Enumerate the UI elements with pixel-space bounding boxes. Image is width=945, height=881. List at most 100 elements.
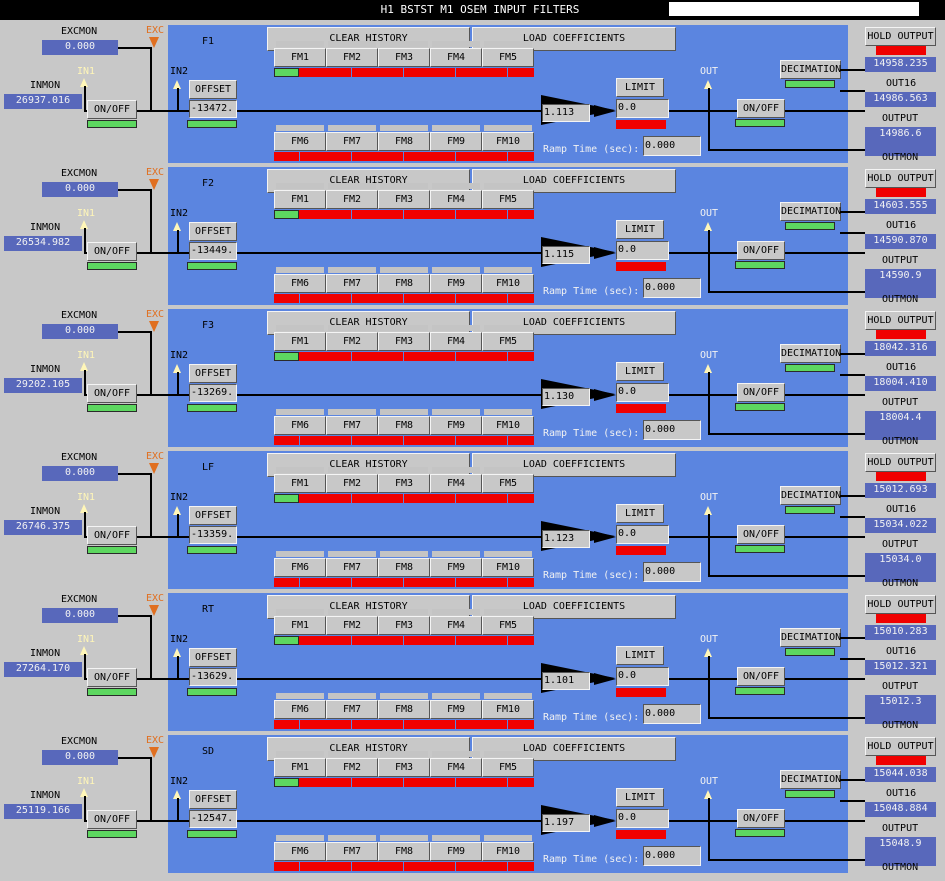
fm9-button[interactable]: FM9 [430,842,482,861]
hold-output-button[interactable]: HOLD OUTPUT [865,453,936,472]
decimation-button[interactable]: DECIMATION [780,202,841,221]
input-onoff-button[interactable]: ON/OFF [87,810,137,829]
fm4-button[interactable]: FM4 [430,332,482,351]
limit-input[interactable]: 0.0 [616,525,669,544]
fm2-button[interactable]: FM2 [326,48,378,67]
decimation-button[interactable]: DECIMATION [780,486,841,505]
decimation-button[interactable]: DECIMATION [780,60,841,79]
hold-output-button[interactable]: HOLD OUTPUT [865,27,936,46]
load-coefficients-button[interactable]: LOAD COEFFICIENTS [472,311,676,335]
offset-input[interactable]: -13269. [189,384,237,402]
offset-button[interactable]: OFFSET [189,364,237,383]
limit-input[interactable]: 0.0 [616,383,669,402]
output-onoff-button[interactable]: ON/OFF [737,383,785,402]
ramp-time-input[interactable]: 0.000 [643,704,701,724]
input-onoff-button[interactable]: ON/OFF [87,526,137,545]
output-onoff-button[interactable]: ON/OFF [737,241,785,260]
fm7-button[interactable]: FM7 [326,842,378,861]
fm2-button[interactable]: FM2 [326,758,378,777]
output-onoff-button[interactable]: ON/OFF [737,809,785,828]
fm4-button[interactable]: FM4 [430,190,482,209]
fm5-button[interactable]: FM5 [482,758,534,777]
fm6-button[interactable]: FM6 [274,558,326,577]
fm8-button[interactable]: FM8 [378,132,430,151]
fm4-button[interactable]: FM4 [430,474,482,493]
fm5-button[interactable]: FM5 [482,190,534,209]
offset-button[interactable]: OFFSET [189,80,237,99]
offset-input[interactable]: -12547. [189,810,237,828]
fm10-button[interactable]: FM10 [482,842,534,861]
limit-input[interactable]: 0.0 [616,667,669,686]
fm3-button[interactable]: FM3 [378,190,430,209]
load-coefficients-button[interactable]: LOAD COEFFICIENTS [472,169,676,193]
fm2-button[interactable]: FM2 [326,332,378,351]
fm1-button[interactable]: FM1 [274,190,326,209]
fm9-button[interactable]: FM9 [430,700,482,719]
offset-button[interactable]: OFFSET [189,506,237,525]
gain-input[interactable]: 1.101 [542,672,590,690]
hold-output-button[interactable]: HOLD OUTPUT [865,737,936,756]
fm6-button[interactable]: FM6 [274,842,326,861]
offset-button[interactable]: OFFSET [189,790,237,809]
fm4-button[interactable]: FM4 [430,48,482,67]
fm9-button[interactable]: FM9 [430,558,482,577]
gain-input[interactable]: 1.115 [542,246,590,264]
clear-history-button[interactable]: CLEAR HISTORY [267,737,470,761]
fm10-button[interactable]: FM10 [482,558,534,577]
fm7-button[interactable]: FM7 [326,416,378,435]
hold-output-button[interactable]: HOLD OUTPUT [865,311,936,330]
fm4-button[interactable]: FM4 [430,758,482,777]
offset-input[interactable]: -13359. [189,526,237,544]
offset-input[interactable]: -13472. [189,100,237,118]
fm4-button[interactable]: FM4 [430,616,482,635]
fm6-button[interactable]: FM6 [274,416,326,435]
fm6-button[interactable]: FM6 [274,700,326,719]
load-coefficients-button[interactable]: LOAD COEFFICIENTS [472,595,676,619]
input-onoff-button[interactable]: ON/OFF [87,384,137,403]
fm1-button[interactable]: FM1 [274,48,326,67]
fm10-button[interactable]: FM10 [482,132,534,151]
ramp-time-input[interactable]: 0.000 [643,136,701,156]
input-onoff-button[interactable]: ON/OFF [87,100,137,119]
fm9-button[interactable]: FM9 [430,132,482,151]
clear-history-button[interactable]: CLEAR HISTORY [267,595,470,619]
limit-input[interactable]: 0.0 [616,809,669,828]
load-coefficients-button[interactable]: LOAD COEFFICIENTS [472,27,676,51]
limit-button[interactable]: LIMIT [616,78,664,97]
fm6-button[interactable]: FM6 [274,132,326,151]
fm5-button[interactable]: FM5 [482,332,534,351]
fm5-button[interactable]: FM5 [482,48,534,67]
fm3-button[interactable]: FM3 [378,616,430,635]
fm2-button[interactable]: FM2 [326,616,378,635]
fm10-button[interactable]: FM10 [482,416,534,435]
fm8-button[interactable]: FM8 [378,274,430,293]
fm7-button[interactable]: FM7 [326,132,378,151]
ramp-time-input[interactable]: 0.000 [643,278,701,298]
limit-button[interactable]: LIMIT [616,220,664,239]
fm1-button[interactable]: FM1 [274,616,326,635]
fm5-button[interactable]: FM5 [482,474,534,493]
fm5-button[interactable]: FM5 [482,616,534,635]
limit-button[interactable]: LIMIT [616,646,664,665]
fm8-button[interactable]: FM8 [378,842,430,861]
limit-button[interactable]: LIMIT [616,788,664,807]
hold-output-button[interactable]: HOLD OUTPUT [865,169,936,188]
load-coefficients-button[interactable]: LOAD COEFFICIENTS [472,737,676,761]
fm8-button[interactable]: FM8 [378,558,430,577]
fm7-button[interactable]: FM7 [326,274,378,293]
gain-input[interactable]: 1.197 [542,814,590,832]
decimation-button[interactable]: DECIMATION [780,770,841,789]
gain-input[interactable]: 1.130 [542,388,590,406]
input-onoff-button[interactable]: ON/OFF [87,668,137,687]
gain-input[interactable]: 1.123 [542,530,590,548]
limit-button[interactable]: LIMIT [616,504,664,523]
limit-button[interactable]: LIMIT [616,362,664,381]
ramp-time-input[interactable]: 0.000 [643,846,701,866]
output-onoff-button[interactable]: ON/OFF [737,667,785,686]
offset-button[interactable]: OFFSET [189,222,237,241]
output-onoff-button[interactable]: ON/OFF [737,525,785,544]
offset-button[interactable]: OFFSET [189,648,237,667]
fm3-button[interactable]: FM3 [378,332,430,351]
load-coefficients-button[interactable]: LOAD COEFFICIENTS [472,453,676,477]
fm10-button[interactable]: FM10 [482,700,534,719]
